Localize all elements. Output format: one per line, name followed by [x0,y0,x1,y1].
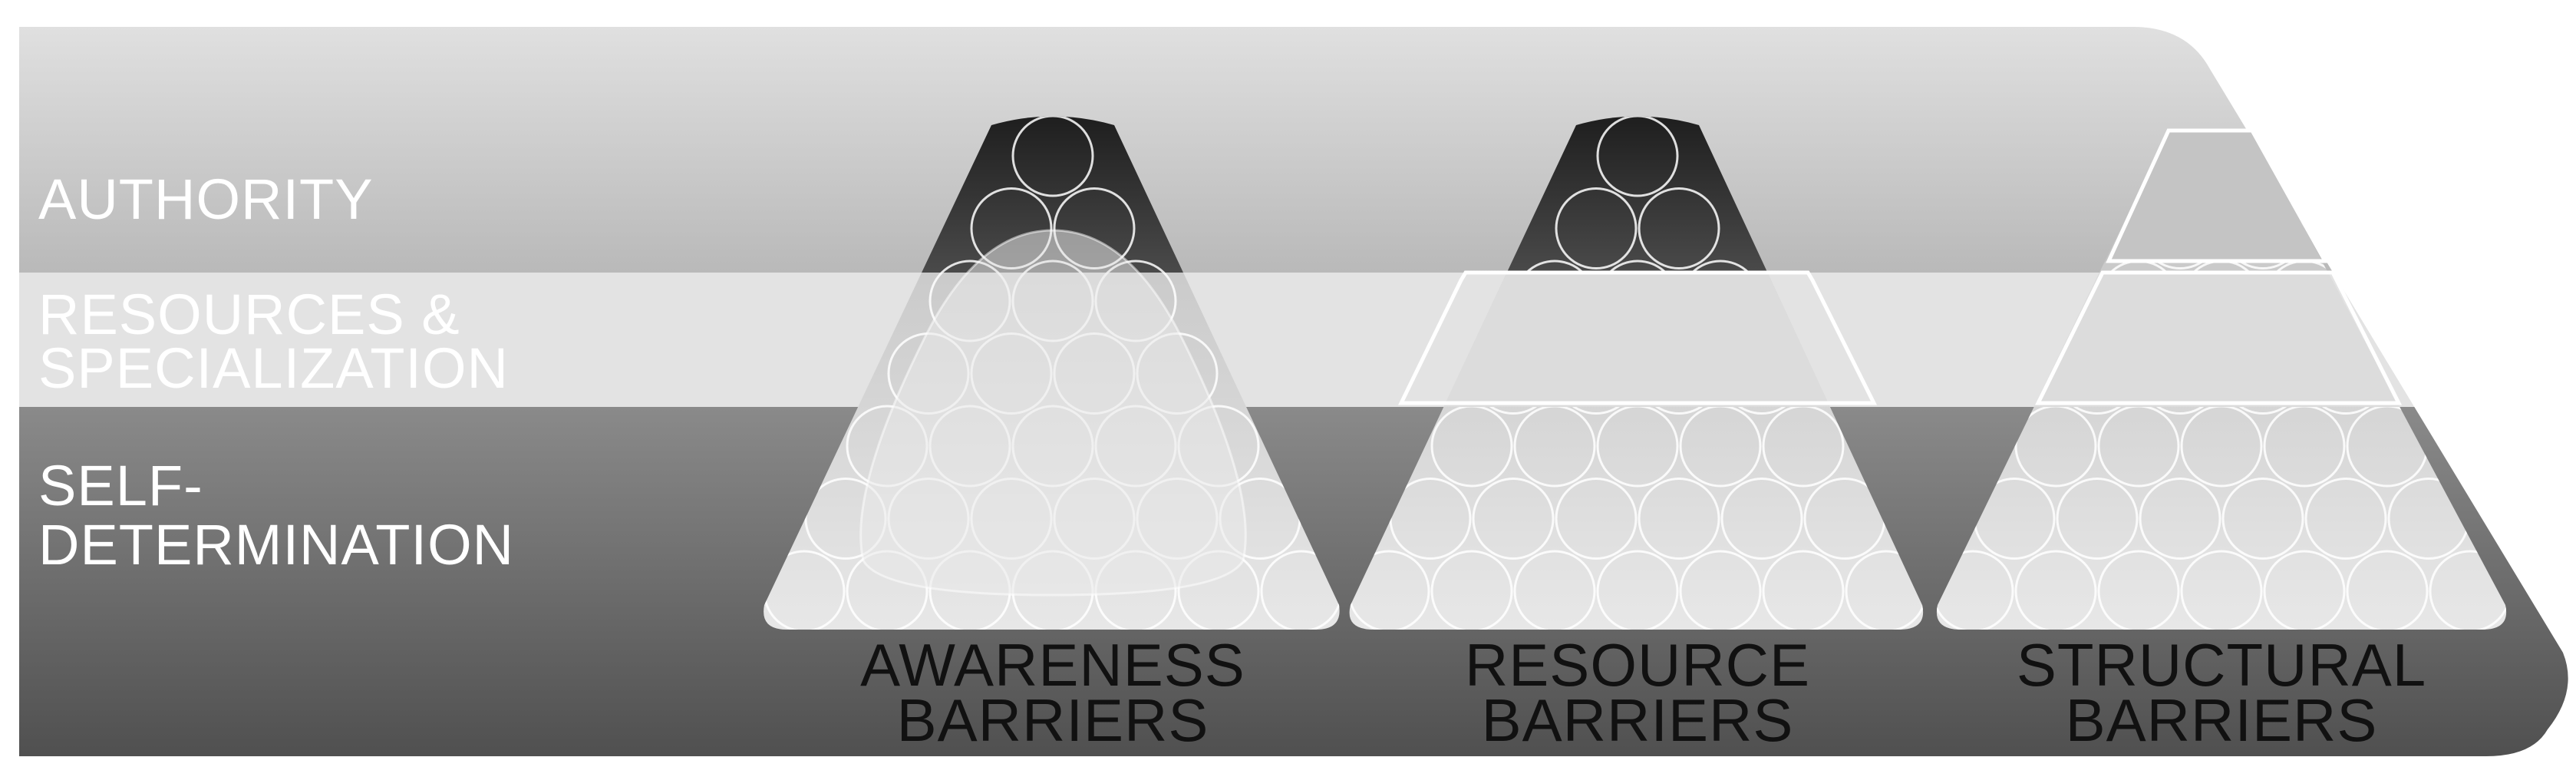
pyramid-circle [1679,550,1762,630]
pyramid-circle [2304,478,2387,560]
pyramid-circle [2346,550,2429,630]
pyramid-circle [1638,187,1720,269]
pyramid-circle [2014,550,2097,630]
pyramid-circle [2263,550,2346,630]
pyramid-circle [1638,478,1720,560]
pyramid-circle [1472,478,1555,560]
pyramid-circle [1596,116,1679,197]
pyramid-circle [1260,550,1340,630]
pyramid-circle [1762,550,1845,630]
resources-label-line2: SPECIALIZATION [38,336,509,400]
structural-top-outline [2106,128,2329,263]
awareness-label-line2: BARRIERS [897,686,1209,754]
pyramid-circle [1011,116,1094,197]
structural-label-line2: BARRIERS [2066,686,2378,754]
resource-label-line1: RESOURCE [1465,631,1810,699]
pyramid-circle [1349,550,1430,630]
awareness-label-line1: AWARENESS [860,631,1245,699]
authority-label: AUTHORITY [38,167,374,231]
pyramid-circle [1430,550,1513,630]
awareness-blob [859,229,1247,597]
structural-label-line1: STRUCTURAL [2017,631,2426,699]
resource-trapezoid-outline [1398,270,1878,405]
resources-label-line1: RESOURCES & [38,283,460,346]
pyramid-circle [1555,478,1638,560]
pyramid-circle [1596,550,1679,630]
pyramid-circle [1936,550,2014,630]
pyramid-circle [2056,478,2139,560]
pyramid-circle [2221,478,2304,560]
pyramid-circle [1720,478,1803,560]
resource-label-line2: BARRIERS [1482,686,1794,754]
pyramid-circle [1555,187,1638,269]
pyramid-circle [2139,478,2221,560]
pyramid-circle [2180,550,2263,630]
pyramid-circle [2429,550,2507,630]
self-determination-label-line1: SELF- [38,454,203,517]
pyramid-circle [2097,550,2180,630]
pyramid-circle [1513,550,1596,630]
self-determination-label-line2: DETERMINATION [38,513,514,577]
pyramid-circle [1845,550,1924,630]
structural-middle-outline [2034,270,2403,405]
